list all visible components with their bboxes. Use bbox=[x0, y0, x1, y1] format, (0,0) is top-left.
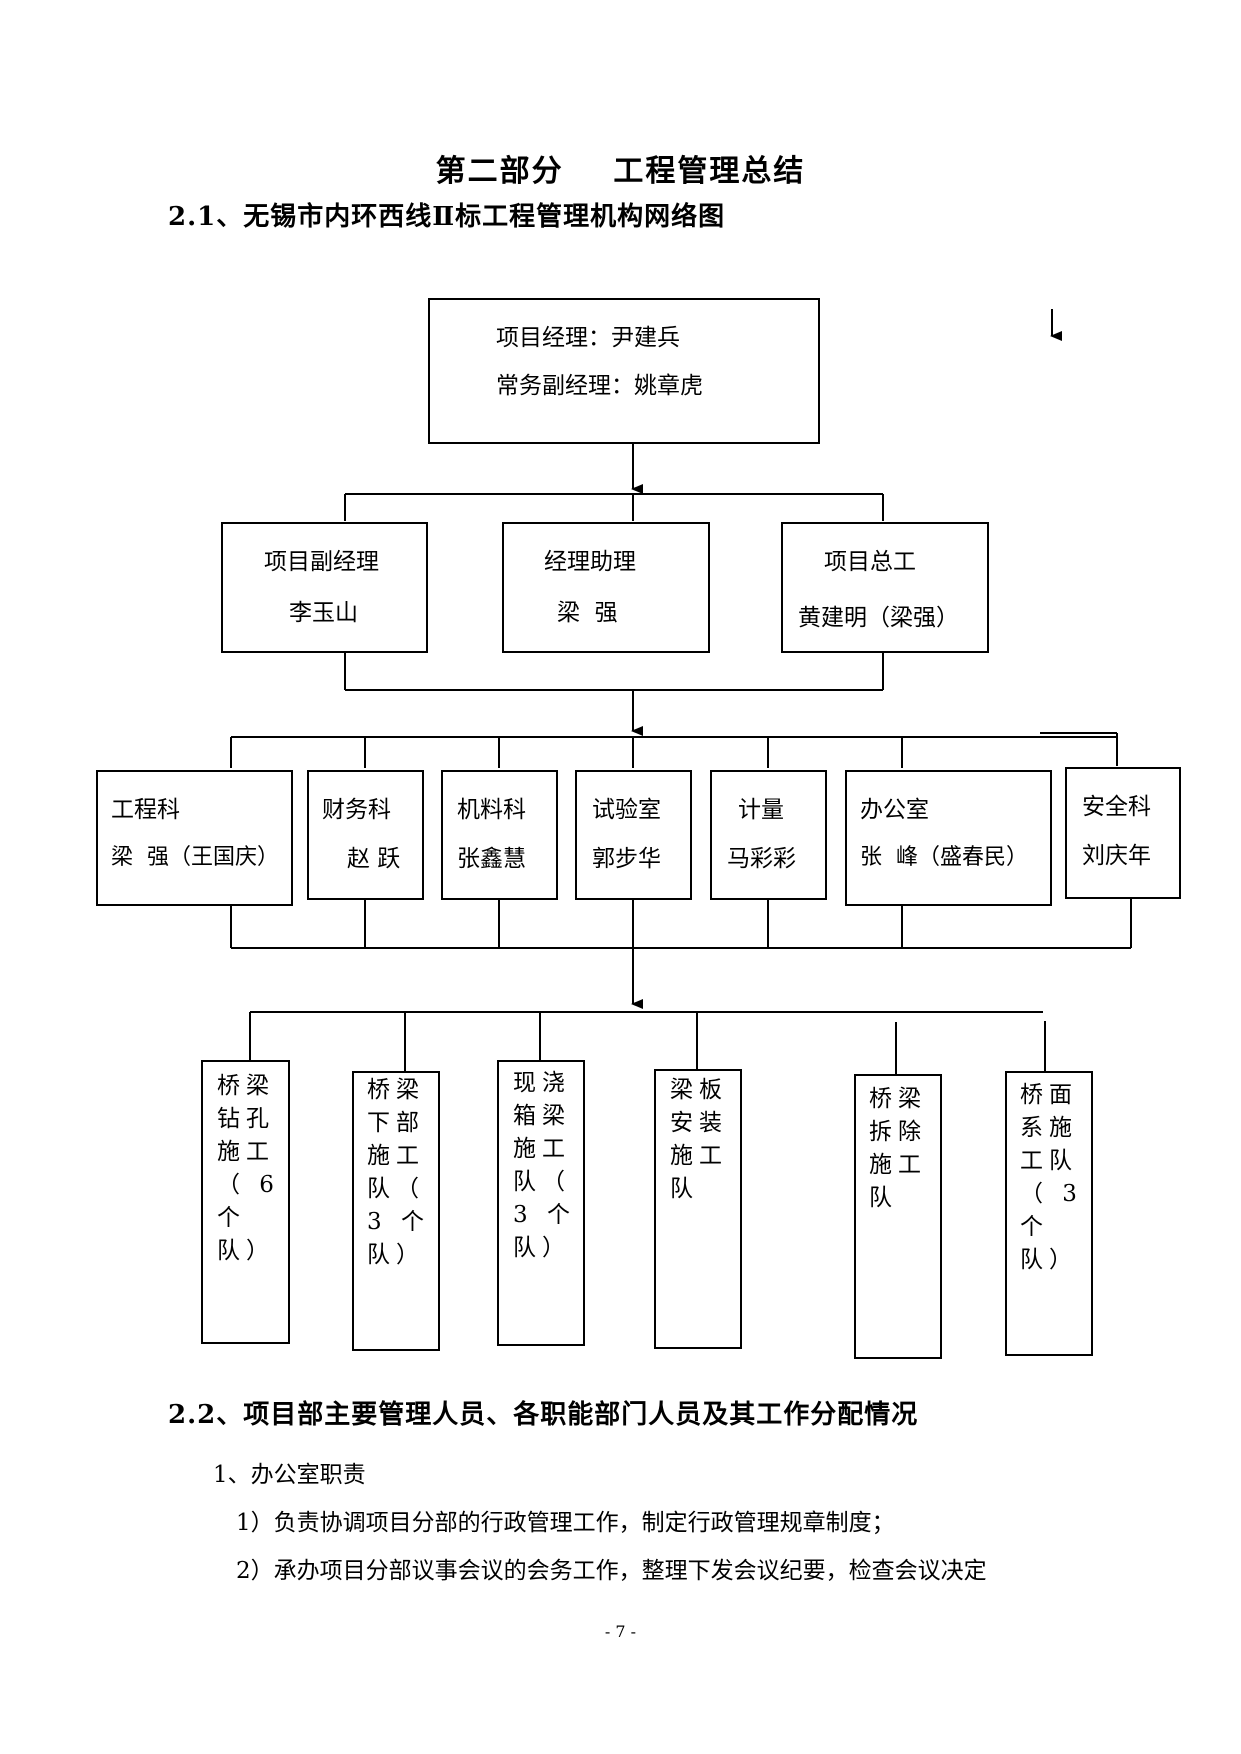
dept-2-title: 财务科 bbox=[322, 797, 391, 823]
team-2-text: 桥梁下部施工队（ 3 个队） bbox=[367, 1077, 439, 1268]
dept-7-name: 刘庆年 bbox=[1082, 843, 1151, 869]
dept-3-name: 张鑫慧 bbox=[457, 846, 526, 872]
dept-6-title: 办公室 bbox=[860, 797, 929, 823]
org-l2-2-name: 梁 强 bbox=[557, 600, 618, 626]
team-6-text: 桥面系施工队（ 3 个队） bbox=[1020, 1082, 1097, 1273]
section-heading-2-2: 2.2、项目部主要管理人员、各职能部门人员及其工作分配情况 bbox=[168, 1400, 919, 1430]
org-box-team-girder-install bbox=[654, 1069, 742, 1349]
org-l2-1-name: 李玉山 bbox=[289, 600, 358, 626]
org-box-deputy-manager bbox=[221, 522, 428, 653]
team-5-text: 桥梁拆除施工队 bbox=[869, 1086, 927, 1211]
paragraph-3: 2）承办项目分部议事会议的会务工作，整理下发会议纪要，检查会议决定 bbox=[236, 1558, 987, 1584]
paragraph-2: 1）负责协调项目分部的行政管理工作，制定行政管理规章制度； bbox=[236, 1510, 895, 1536]
org-box-engineering-dept bbox=[96, 770, 293, 906]
org-box-team-demolition bbox=[854, 1074, 942, 1359]
team-1-text: 桥梁钻孔施工（ 6 个队） bbox=[217, 1073, 294, 1264]
org-box-finance-dept bbox=[307, 770, 424, 900]
dept-5-name: 马彩彩 bbox=[727, 846, 796, 872]
dept-3-title: 机料科 bbox=[457, 797, 526, 823]
org-box-team-deck bbox=[1005, 1071, 1093, 1356]
dept-4-name: 郭步华 bbox=[592, 846, 661, 872]
dept-4-title: 试验室 bbox=[592, 797, 661, 823]
org-box-team-box-girder bbox=[497, 1060, 585, 1346]
org-top-line1: 项目经理：尹建兵 bbox=[496, 325, 680, 351]
dept-6-name: 张 峰（盛春民） bbox=[860, 845, 1028, 870]
org-box-team-bored-piles bbox=[201, 1060, 290, 1344]
team-4-text: 梁板安装施工队 bbox=[670, 1077, 728, 1202]
dept-5-title: 计量 bbox=[738, 797, 784, 823]
org-box-chief-engineer bbox=[781, 522, 989, 653]
org-box-laboratory bbox=[575, 770, 692, 900]
dept-1-title: 工程科 bbox=[111, 797, 180, 823]
org-box-manager-assistant bbox=[502, 522, 710, 653]
org-box-safety-dept bbox=[1065, 767, 1181, 899]
page-number: - 7 - bbox=[604, 1622, 637, 1641]
org-box-office bbox=[845, 770, 1052, 906]
org-top-line2: 常务副经理：姚章虎 bbox=[496, 373, 703, 399]
org-box-metering-dept bbox=[710, 770, 827, 900]
org-l2-2-title: 经理助理 bbox=[544, 549, 636, 575]
org-box-project-manager bbox=[428, 298, 820, 444]
page-title: 第二部分 工程管理总结 bbox=[435, 154, 806, 189]
org-box-team-substructure bbox=[352, 1071, 440, 1351]
org-l2-3-title: 项目总工 bbox=[824, 549, 916, 575]
paragraph-1: 1、办公室职责 bbox=[213, 1462, 366, 1488]
section-heading-2-1: 2.1、无锡市内环西线Ⅱ标工程管理机构网络图 bbox=[168, 202, 726, 232]
team-3-text: 现浇箱梁施工队（ 3 个队） bbox=[513, 1070, 585, 1261]
dept-7-title: 安全科 bbox=[1082, 794, 1151, 820]
org-l2-3-name: 黄建明（梁强） bbox=[798, 605, 959, 631]
dept-1-name: 梁 强（王国庆） bbox=[111, 845, 279, 870]
org-l2-1-title: 项目副经理 bbox=[264, 549, 379, 575]
dept-2-name: 赵 跃 bbox=[347, 846, 401, 872]
org-box-materials-dept bbox=[441, 770, 558, 900]
